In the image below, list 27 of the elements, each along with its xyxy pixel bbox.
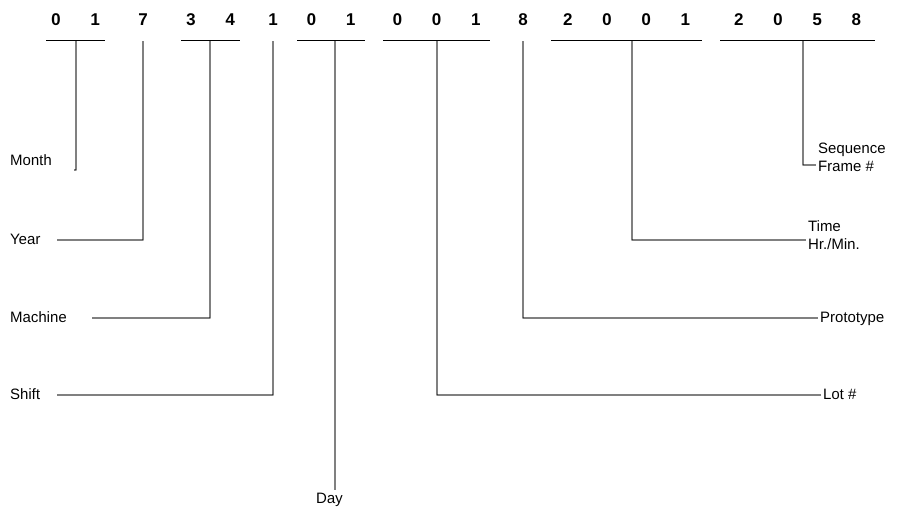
digit-group: 0 1 — [297, 8, 365, 41]
field-label: Lot # — [823, 386, 883, 404]
field-label: Machine — [10, 309, 90, 327]
digit-group: 0 1 — [46, 8, 105, 41]
field-label: Shift — [10, 386, 55, 404]
leader-line — [56, 40, 274, 396]
field-label: Sequence Frame # — [818, 140, 908, 176]
digit-group: 8 — [508, 8, 538, 41]
field-label: Day — [316, 490, 356, 508]
leader-line — [334, 40, 336, 490]
digit-group: 2 0 5 8 — [720, 8, 875, 41]
field-label: Prototype — [820, 309, 915, 327]
leader-line — [56, 40, 144, 240]
digit-group: 1 — [258, 8, 288, 41]
field-label: Year — [10, 231, 55, 249]
digit-group: 7 — [128, 8, 158, 41]
leader-line — [74, 40, 76, 170]
leader-line — [632, 40, 806, 240]
leader-line — [522, 40, 818, 318]
field-label: Time Hr./Min. — [808, 218, 878, 254]
field-label: Month — [10, 152, 72, 170]
leader-line — [802, 40, 816, 166]
leader-line — [92, 40, 210, 318]
leader-line — [436, 40, 822, 396]
digit-group: 0 0 1 — [383, 8, 490, 41]
digit-group: 3 4 — [181, 8, 240, 41]
digit-group: 2 0 0 1 — [551, 8, 702, 41]
